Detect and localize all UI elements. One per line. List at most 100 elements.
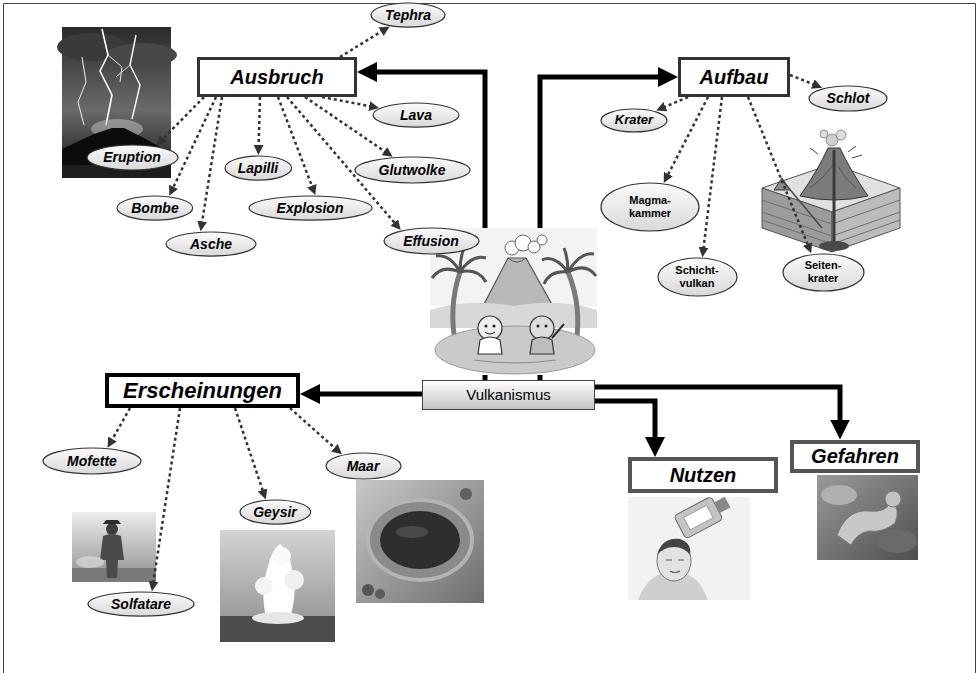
maar-photo [460,488,472,500]
dotted-arrow [171,97,216,192]
dotted-arrow [110,408,130,444]
volcano-cartoon [552,324,564,338]
gefahren-photo [817,475,918,560]
nutzen-photo [657,539,690,555]
ellipse-outline [166,232,256,256]
dotted-arrow [790,75,818,86]
volcano-cross-section [819,241,849,251]
maar-photo [375,589,385,599]
volcano-cross-section [762,200,900,244]
gefahren-photo [821,485,857,505]
term-ellipse: Schicht- vulkan [657,257,738,297]
node-label: Lava [400,107,432,123]
ellipse-outline [601,109,667,132]
ellipse-outline [384,228,479,254]
volcano-cartoon [545,325,548,328]
geysir-photo [273,547,291,565]
term-ellipse: Seiten- krater [782,253,865,292]
ellipse-outline [88,592,194,616]
term-ellipse: Asche [165,231,257,257]
dotted-arrow [278,97,314,191]
ellipse-outline [809,86,887,111]
term-ellipse: Eruption [86,144,179,171]
main-arrow [595,401,655,451]
volcano-cartoon [508,258,526,262]
maar-photo [380,511,460,569]
maar-photo [356,480,484,603]
geysir-photo [255,577,273,595]
node-label: Schlot [827,90,870,106]
topic-box: Ausbruch [197,57,357,97]
eruption-photo [57,27,177,178]
dotted-arrow [322,97,375,107]
nutzen-photo [684,505,714,530]
node-label: Erscheinungen [123,378,282,403]
dotted-arrow [666,97,708,179]
eruption-photo [100,29,112,125]
term-ellipse: Explosion [248,195,373,221]
maar-photo [368,500,472,580]
ellipse-outline [117,196,193,220]
node-label: Ausbruch [230,66,323,89]
term-ellipse: Magma- kammer [600,182,700,232]
volcano-cartoon [530,337,554,354]
ellipse-outline [355,157,470,183]
node-label: Tephra [385,7,431,23]
volcano-cross-section [836,130,846,140]
node-label: Seiten- krater [798,259,848,284]
dotted-arrow [748,97,810,250]
mofette-photo [106,523,118,535]
dotted-arrow [305,97,389,155]
term-ellipse: Tephra [370,2,446,28]
eruption-photo [108,55,122,82]
page-frame [4,4,976,673]
node-label: Eruption [103,149,161,165]
node-label: Maar [347,458,380,474]
gefahren-photo [877,529,917,553]
node-label: Explosion [277,200,344,216]
gefahren-photo [885,491,901,507]
node-label: Schicht- vulkan [672,264,722,289]
volcano-cartoon [537,325,540,328]
topic-box: Erscheinungen [105,373,300,408]
mofette-photo [72,512,156,582]
node-label: Gefahren [811,445,899,468]
nutzen-photo [674,491,734,539]
volcano-cross-section [774,178,790,190]
volcano-cartoon [435,326,595,374]
dotted-arrow [340,29,386,57]
mofette-photo [103,520,121,524]
ellipse-outline [225,156,292,180]
node-label: Bombe [131,200,178,216]
term-ellipse: Lava [372,102,460,128]
term-ellipse: Lapilli [224,155,293,181]
dotted-arrow [258,97,260,151]
volcano-cartoon [485,332,495,334]
node-label: Geysir [253,504,297,520]
gefahren-photo [817,475,918,560]
dotted-arrow [660,97,688,109]
node-label: Aufbau [700,66,769,89]
topic-box: Gefahren [790,440,920,473]
ellipse-outline [326,453,401,479]
ellipse-outline [373,103,459,127]
eruption-photo [62,128,171,178]
node-label: Magma- kammer [624,194,676,219]
volcano-cartoon [542,248,596,284]
dotted-arrow [290,408,339,452]
mofette-photo [76,556,104,568]
nutzen-photo [666,560,684,573]
term-ellipse: Mofette [42,447,142,475]
term-ellipse: Glutwolke [354,156,471,184]
term-ellipse: Bombe [116,195,194,221]
topic-box: Aufbau [678,57,790,97]
geysir-photo [284,570,304,590]
gefahren-photo [837,501,897,545]
geysir-photo [220,530,335,642]
node-label: Asche [190,236,232,252]
ellipse-outline [249,196,372,220]
volcano-cartoon [537,235,547,245]
eruption-photo [130,35,140,119]
volcano-cross-section [782,180,822,228]
